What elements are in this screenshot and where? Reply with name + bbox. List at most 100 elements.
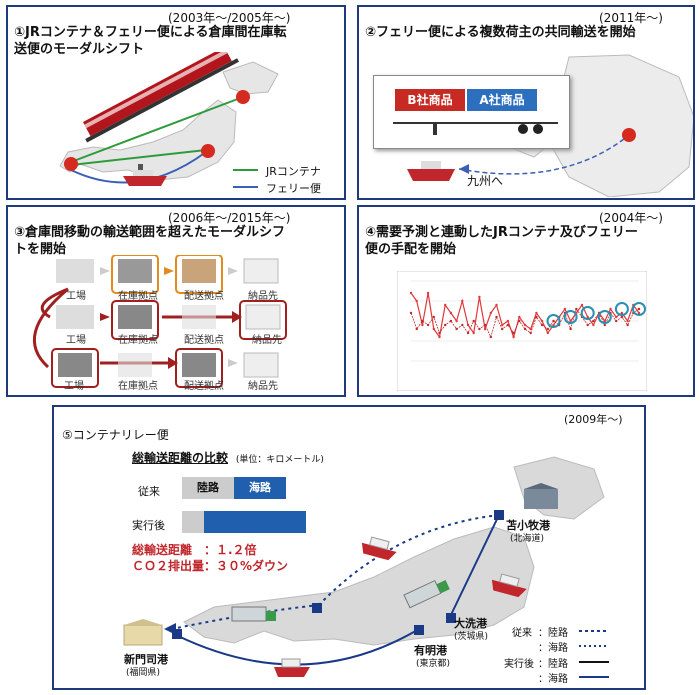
chart-point <box>637 311 641 315</box>
chart-point <box>552 323 555 327</box>
cargo-b: B社商品 <box>395 89 465 111</box>
chart-point <box>586 315 589 319</box>
label-stock-1: 在庫拠点 <box>118 291 158 302</box>
route-after-land <box>448 514 500 620</box>
label-dist-3: 配送拠点 <box>184 381 224 392</box>
label-stock-3: 在庫拠点 <box>118 381 158 392</box>
cargo-a: A社商品 <box>467 89 537 111</box>
route-after-sea <box>175 628 420 666</box>
panel-3-title-line1: ③倉庫間移動の輸送範囲を超えたモーダルシフ <box>14 225 286 240</box>
chart-highlight-mark <box>632 302 646 316</box>
panel-5: (2009年～) ⑤コンテナリレー便 総輸送距離の比較 (単位 <box>52 405 646 690</box>
chart-highlight-mark <box>580 306 595 320</box>
pref-ibaraki: (茨城県) <box>454 632 489 642</box>
route-before-land <box>171 604 320 630</box>
chart-point <box>415 327 418 331</box>
chart-point <box>461 323 464 327</box>
chart-point <box>421 323 424 327</box>
ship-icon-2 <box>407 161 455 181</box>
chart-point <box>603 319 606 323</box>
panel-3-flow <box>32 255 287 388</box>
label-dest-1: 納品先 <box>248 291 278 302</box>
panel-3-period: (2006年～/2015年～) <box>168 211 291 225</box>
chart-point <box>512 331 515 335</box>
legend-after-sea: ：海路 <box>538 674 568 685</box>
label-dest-3: 納品先 <box>248 381 278 392</box>
warehouse-icon-south <box>123 619 163 646</box>
pref-fukuoka: (福岡県) <box>126 668 161 678</box>
chart-point <box>472 331 475 335</box>
chart-point <box>512 335 515 339</box>
result-co2: ＣＯ２排出量：３０%ダウン <box>132 559 289 573</box>
chart-point <box>409 291 413 295</box>
label-dist-2: 配送拠点 <box>184 335 224 346</box>
chart-point <box>495 315 498 319</box>
truck-icon-b <box>403 579 450 609</box>
chart-point <box>535 315 538 319</box>
chart-point <box>415 299 418 303</box>
truck-icon-a <box>231 606 276 622</box>
chart-point <box>546 331 549 335</box>
compare-title: 総輸送距離の比較 (単位：キロメートル) <box>132 449 324 466</box>
chart-point <box>506 323 510 327</box>
chart-point <box>489 311 492 315</box>
ship-icon <box>123 164 167 186</box>
chart-point <box>529 331 532 335</box>
chart-point <box>609 307 612 311</box>
chart-point <box>444 323 447 327</box>
chart-highlight-mark <box>597 310 612 324</box>
panel-1-title: ①JRコンテナ＆フェリー便による倉庫間在庫転 送便のモーダルシフト <box>14 24 286 58</box>
hub-kanto <box>622 128 636 142</box>
port-oarai: 大洗港 <box>454 617 487 630</box>
chart-point <box>615 315 618 319</box>
chart-point <box>540 319 544 323</box>
chart-point <box>540 323 544 327</box>
chart-point <box>592 319 595 323</box>
panel-3-title-line2: トを開始 <box>14 242 67 257</box>
panel-2-period: (2011年～) <box>599 11 663 25</box>
panel-1-illustration <box>59 52 279 188</box>
chart-point <box>552 319 555 323</box>
chart-point <box>523 323 527 327</box>
chart-point <box>426 323 430 327</box>
chart-point <box>575 307 578 311</box>
ship-icon-a <box>361 536 397 561</box>
label-factory-3: 工場 <box>64 381 84 392</box>
chart-point <box>426 291 430 295</box>
chart-point <box>449 311 453 315</box>
chart-point <box>444 303 447 307</box>
hub-3 <box>201 144 215 158</box>
bar-before-land: 陸路 <box>182 477 234 499</box>
chart-series-2 <box>410 308 640 339</box>
truck-callout <box>373 75 570 149</box>
chart-point <box>615 319 618 323</box>
legend-ferry: フェリー便 <box>266 182 321 195</box>
chart-point <box>421 319 424 323</box>
chart-point <box>483 327 487 331</box>
pref-hokkaido: (北海道) <box>510 534 545 544</box>
chart-highlight-mark <box>546 314 561 328</box>
chart-point <box>501 327 504 331</box>
chart-point <box>409 311 413 315</box>
result-distance: 総輸送距離 ：１.２倍 <box>132 543 257 557</box>
chart-point <box>546 327 549 331</box>
chart-point <box>506 319 510 323</box>
chart-point <box>518 315 521 319</box>
chart-point <box>518 319 521 323</box>
chart-point <box>529 327 532 331</box>
legend-before: 従来 <box>512 628 532 639</box>
chart-point <box>478 327 481 331</box>
panel-2-title: ②フェリー便による複数荷主の共同輸送を開始 <box>365 25 636 40</box>
bar-after-land <box>182 511 204 533</box>
compare-unit: (単位：キロメートル) <box>235 455 324 465</box>
chart-point <box>626 319 629 323</box>
ship-icon-b <box>491 573 527 598</box>
panel-3-title: ③倉庫間移動の輸送範囲を超えたモーダルシフ トを開始 <box>14 224 285 258</box>
chart-point <box>466 331 470 335</box>
panel-4: (2004年～) ④需要予測と連動したJRコンテナ及びフェリー 便の手配を開始 <box>357 205 695 397</box>
chart-highlight-mark <box>563 310 578 324</box>
kyushu-route <box>458 138 625 175</box>
label-factory-1: 工場 <box>66 291 86 302</box>
chart-point <box>586 323 589 327</box>
panel-5-title: ⑤コンテナリレー便 <box>62 428 169 442</box>
